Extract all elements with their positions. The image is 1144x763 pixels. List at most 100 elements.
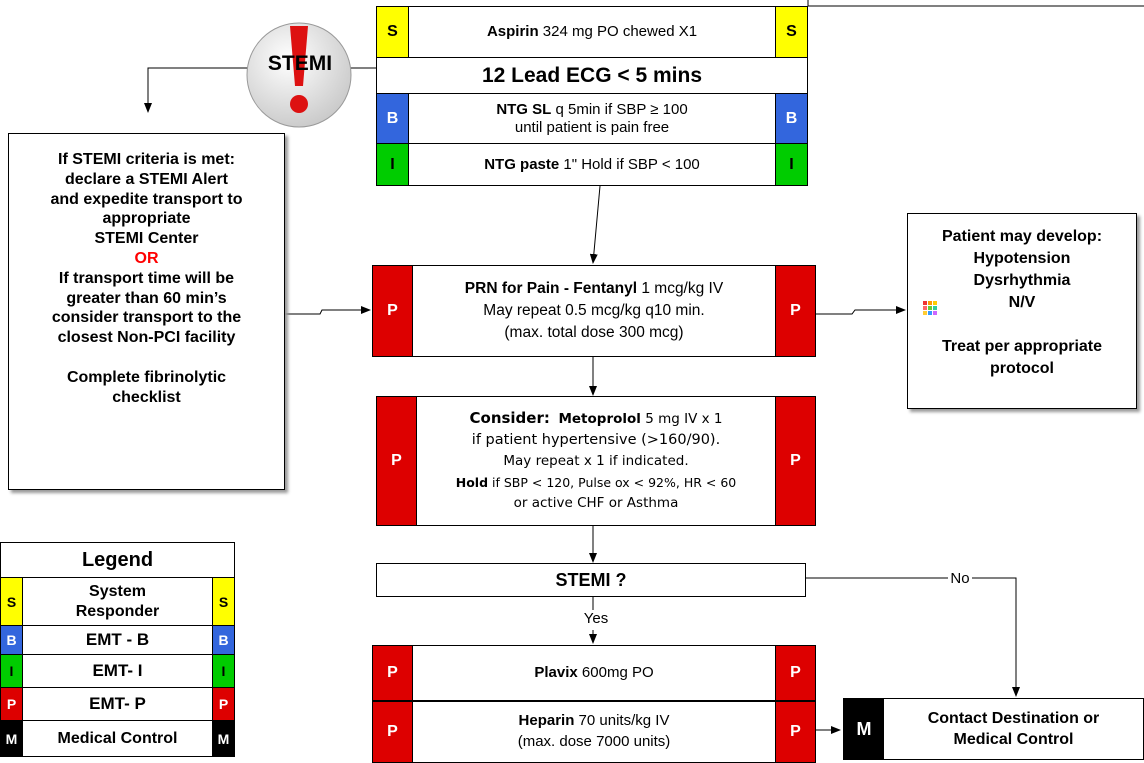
side-effect-line-1: Patient may develop: [941,228,1103,245]
aspirin-text: Aspirin 324 mg PO chewed X1 [409,7,775,57]
legend-badge-m-left: M [1,721,23,756]
arrow-top-to-fentanyl [589,185,601,264]
consider-label: Consider: [469,409,550,427]
heparin-name: Heparin [518,712,575,729]
stemi-criteria-text: If STEMI criteria is met: declare a STEM… [9,150,284,408]
fentanyl-line3: (max. total dose 300 mcg) [504,324,684,341]
aspirin-name: Aspirin [486,23,539,40]
side-effect-line-4: N/V [1008,294,1036,311]
side-effects-box: Patient may develop: Hypotension Dysrhyt… [907,213,1137,409]
no-label: No [950,570,970,587]
badge-b-left: B [377,94,409,143]
legend-badge-p-right: P [212,688,234,720]
badge-p-left: P [377,397,417,525]
criteria-line-10: Complete fibrinolytic [66,368,227,386]
criteria-line-1: If STEMI criteria is met: [58,151,235,168]
legend-label-s: System Responder [75,582,160,620]
legend-label-i: EMT- I [92,661,143,680]
badge-m: M [844,699,884,759]
badge-p-right: P [775,702,815,762]
ntg-sl-text: NTG SL q 5min if SBP ≥ 100 until patient… [409,94,775,143]
arrow-fentanyl-to-right [816,306,906,315]
fentanyl-line2: May repeat 0.5 mcg/kg q10 min. [483,302,705,319]
arrow-no-to-contact [806,577,1016,696]
metoprolol-line2: if patient hypertensive (>160/90). [471,432,721,448]
ntg-sl-name: NTG SL [496,100,552,118]
badge-s-right: S [775,7,807,57]
fentanyl-text: PRN for Pain - Fentanyl 1 mcg/kg IV May … [413,266,775,356]
metoprolol-line3: May repeat x 1 if indicated. [503,453,689,469]
metoprolol-name: Metoprolol [558,411,641,427]
aspirin-dose: 324 mg PO chewed X1 [538,23,698,40]
metoprolol-line5: or active CHF or Asthma [513,495,679,511]
legend-row-emt-p: P EMT- P P [1,688,234,721]
legend-row-system-responder: S System Responder S [1,578,234,626]
plavix-dose: 600mg PO [577,664,654,681]
contact-line-1: Contact Destination or [927,710,1100,727]
criteria-line-9: closest Non-PCI facility [57,329,236,347]
heparin-box: P Heparin 70 units/kg IV (max. dose 7000… [372,701,816,763]
aspirin-row: S Aspirin 324 mg PO chewed X1 S [377,7,807,58]
stemi-decision-label: STEMI ? [555,570,627,590]
criteria-line-2: declare a STEMI Alert [64,170,229,188]
legend-label-p: EMT- P [89,694,146,713]
side-effect-line-2: Hypotension [973,250,1071,267]
metoprolol-line4: if SBP < 120, Pulse ox < 92%, HR < 60 [488,475,737,490]
plavix-text: Plavix 600mg PO [413,646,775,700]
ecg-text: 12 Lead ECG < 5 mins [481,63,702,87]
contact-text: Contact Destination or Medical Control [884,699,1143,759]
criteria-line-11: checklist [112,388,181,406]
legend-badge-b-right: B [212,626,234,654]
plavix-box: P Plavix 600mg PO P [372,645,816,701]
badge-p-right: P [775,646,815,700]
criteria-line-4: appropriate [102,210,191,228]
criteria-line-3: and expedite transport to [50,190,243,208]
legend-row-emt-i: I EMT- I I [1,655,234,688]
stemi-decision-box: STEMI ? [376,563,806,597]
legend-badge-m-right: M [212,721,234,756]
heparin-text: Heparin 70 units/kg IV (max. dose 7000 u… [413,702,775,760]
badge-i-right: I [775,144,807,185]
badge-p-left: P [373,646,413,700]
legend-badge-i-right: I [212,655,234,687]
legend-badge-i-left: I [1,655,23,687]
yes-label: Yes [583,610,609,627]
ecg-row: 12 Lead ECG < 5 mins [377,58,807,94]
ntg-sl-dose: q 5min if SBP ≥ 100 [551,100,688,118]
heparin-dose: 70 units/kg IV [574,712,670,729]
side-effect-line-3: Dysrhythmia [973,272,1071,289]
ntg-sl-line2: until patient is pain free [514,118,670,136]
or-label: OR [134,249,159,267]
criteria-line-5: STEMI Center [94,230,199,248]
legend-title: Legend [1,543,234,578]
badge-i-left: I [377,144,409,185]
legend-badge-p-left: P [1,688,23,720]
criteria-line-6: If transport time will be [58,269,235,287]
ntg-paste-text: NTG paste 1" Hold if SBP < 100 [409,144,775,185]
side-effect-line-5: Treat per appropriate [941,338,1103,355]
metoprolol-dose: 5 mg IV x 1 [640,411,723,427]
legend-box: Legend S System Responder S B EMT - B B … [0,542,235,757]
badge-p-left: P [373,702,413,762]
legend-row-emt-b: B EMT - B B [1,626,234,655]
fentanyl-name: PRN for Pain - Fentanyl [464,280,638,297]
stemi-warning-icon: STEMI [244,20,356,132]
legend-row-medical-control: M Medical Control M [1,721,234,756]
side-effect-line-6: protocol [990,360,1054,377]
badge-p-right: P [775,266,815,356]
plavix-name: Plavix [534,664,578,681]
criteria-line-8: consider transport to the [51,309,242,327]
grid-color-icon [923,301,937,315]
fentanyl-box: P PRN for Pain - Fentanyl 1 mcg/kg IV Ma… [372,265,816,357]
legend-badge-s-right: S [212,578,234,625]
contact-box: M Contact Destination or Medical Control [843,698,1144,760]
ntg-paste-row: I NTG paste 1" Hold if SBP < 100 I [377,144,807,185]
legend-label-b: EMT - B [85,630,150,649]
badge-b-right: B [775,94,807,143]
contact-line-2: Medical Control [953,731,1074,748]
arrow-left-to-fentanyl [285,306,371,315]
legend-label-m: Medical Control [57,729,178,747]
heparin-line2: (max. dose 7000 units) [517,733,671,750]
legend-badge-s-left: S [1,578,23,625]
metoprolol-box: P Consider: Metoprolol 5 mg IV x 1 if pa… [376,396,816,526]
